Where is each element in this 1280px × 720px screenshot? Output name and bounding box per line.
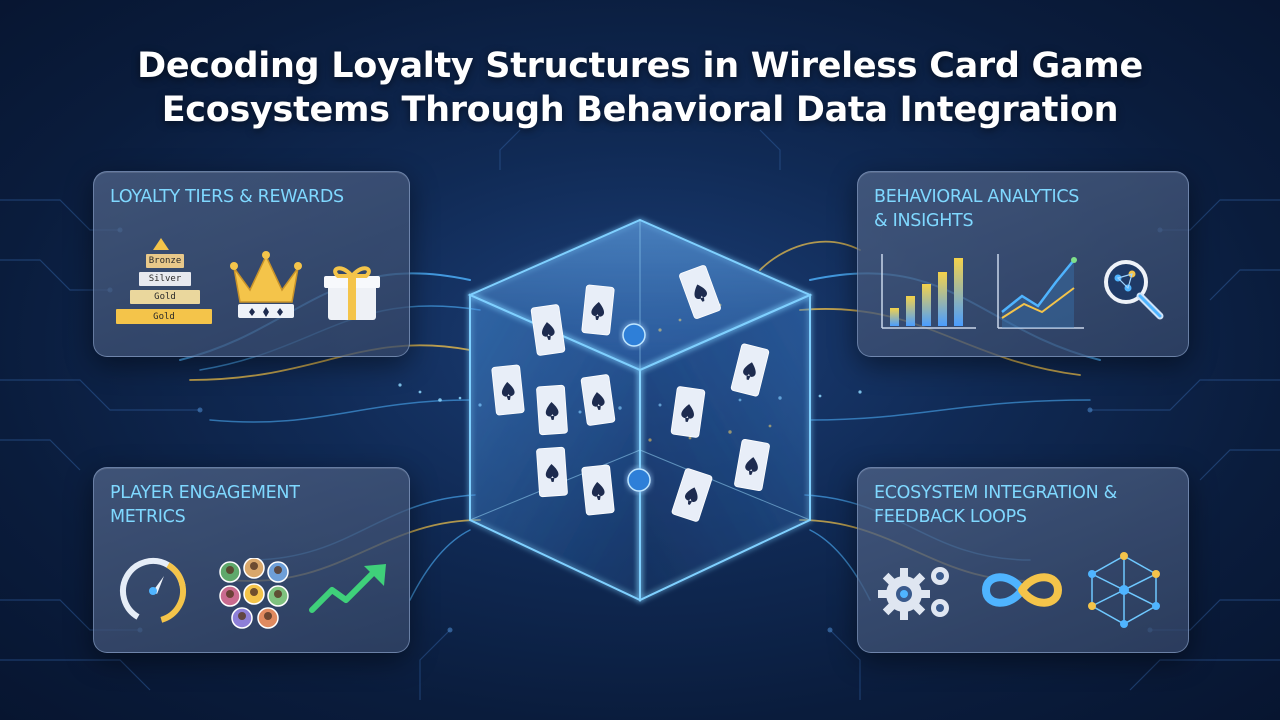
tier-label-gold-top: Gold [153, 312, 175, 322]
panel-engagement-title-line-1: PLAYER ENGAGEMENT [110, 483, 300, 503]
central-card-cube [467, 218, 813, 602]
panel-analytics-title-line-2: & INSIGHTS [874, 211, 974, 231]
panel-ecosystem-title-line-1: ECOSYSTEM INTEGRATION & [874, 483, 1118, 503]
panel-player-engagement: PLAYER ENGAGEMENT METRICS [93, 467, 410, 653]
magnifier-network-icon [1098, 256, 1168, 326]
crown-icon [228, 250, 304, 322]
panel-ecosystem-title-line-2: FEEDBACK LOOPS [874, 507, 1027, 527]
bar-chart-icon [878, 250, 978, 332]
tier-label-bronze: Bronze [148, 256, 182, 266]
page-title: Decoding Loyalty Structures in Wireless … [0, 44, 1280, 132]
panel-engagement-title: PLAYER ENGAGEMENT METRICS [110, 481, 400, 529]
gears-icon [876, 560, 960, 624]
player-avatars-icon [214, 557, 294, 630]
tier-label-gold: Gold [154, 292, 176, 302]
panel-engagement-title-line-2: METRICS [110, 507, 186, 527]
gauge-icon [116, 554, 190, 628]
trend-up-arrow-icon [308, 560, 392, 616]
gift-box-icon [322, 260, 382, 322]
panel-analytics-title: BEHAVIORAL ANALYTICS & INSIGHTS [874, 185, 1164, 233]
page-title-line-1: Decoding Loyalty Structures in Wireless … [137, 46, 1143, 86]
panel-loyalty-title: LOYALTY TIERS & REWARDS [110, 187, 344, 207]
tier-pyramid-icon: Bronze Silver Gold Gold [114, 234, 214, 328]
line-chart-icon [994, 252, 1086, 332]
network-nodes-icon [1086, 552, 1162, 628]
panel-ecosystem-title: ECOSYSTEM INTEGRATION & FEEDBACK LOOPS [874, 481, 1164, 529]
tier-label-silver: Silver [148, 274, 182, 284]
panel-loyalty-tiers: LOYALTY TIERS & REWARDS Bronze Silver Go… [93, 171, 410, 357]
infinity-loop-icon [980, 568, 1064, 612]
panel-analytics-title-line-1: BEHAVIORAL ANALYTICS [874, 187, 1080, 207]
panel-ecosystem-integration: ECOSYSTEM INTEGRATION & FEEDBACK LOOPS [857, 467, 1189, 653]
panel-behavioral-analytics: BEHAVIORAL ANALYTICS & INSIGHTS [857, 171, 1189, 357]
page-title-line-2: Ecosystems Through Behavioral Data Integ… [161, 90, 1119, 130]
